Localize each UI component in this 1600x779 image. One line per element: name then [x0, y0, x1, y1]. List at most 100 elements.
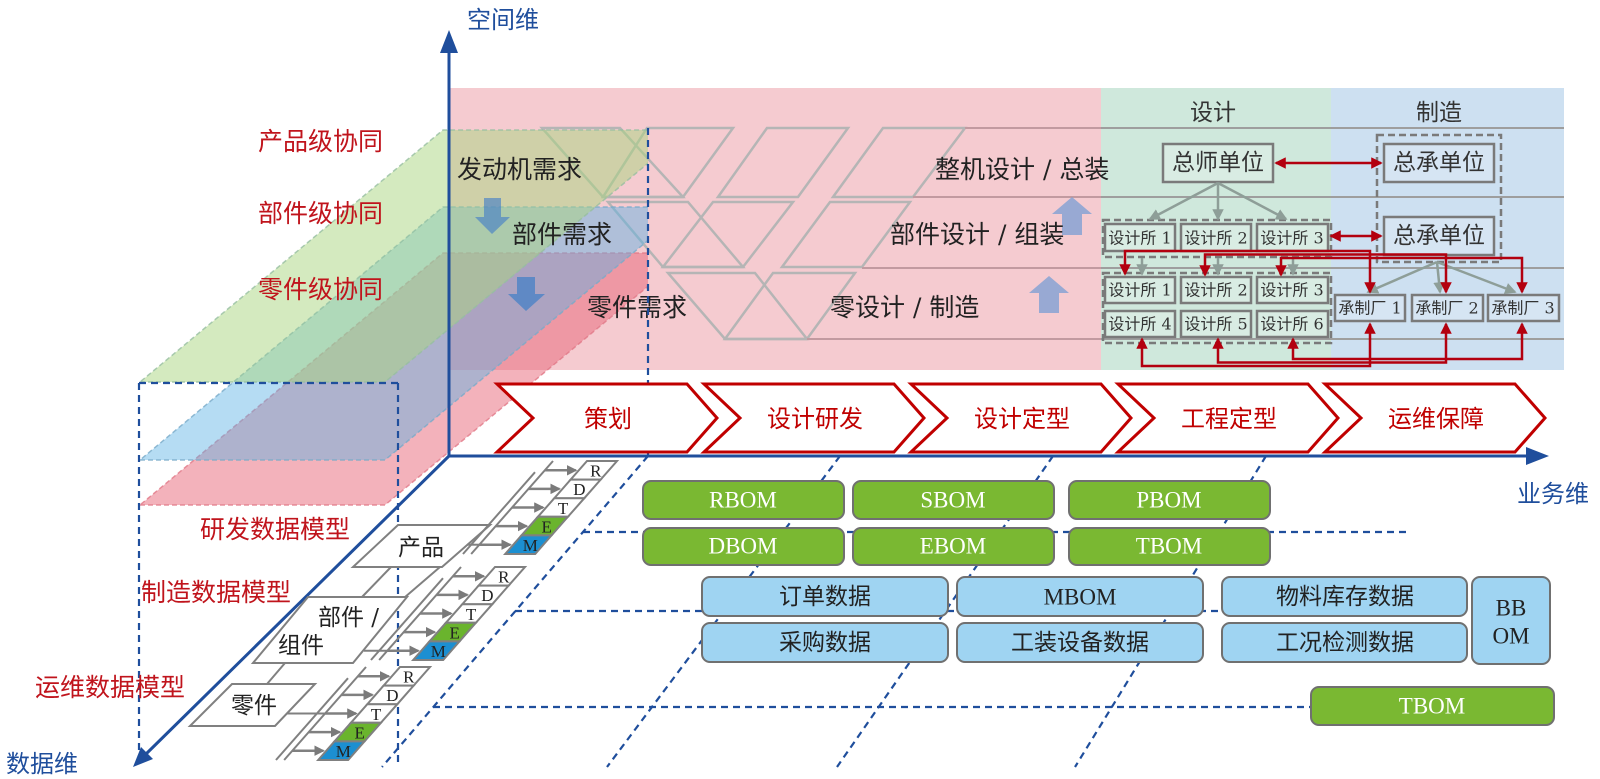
chief-unit-label: 总师单位: [1172, 150, 1264, 176]
bom-box: [852, 480, 1055, 520]
lifecycle-cell-label: R: [590, 462, 602, 481]
design-level-label: 零设计 / 制造: [830, 293, 979, 322]
pattern-parallelogram: [660, 200, 796, 269]
lifecycle-cell-label: E: [355, 723, 365, 742]
bom-label: RBOM: [709, 488, 777, 513]
data-model-label: 研发数据模型: [200, 515, 350, 544]
collaboration-planes: [137, 129, 648, 506]
phase-chevron: [700, 382, 927, 454]
chief-unit-box: [1161, 142, 1275, 184]
lifecycle-cell-label: E: [542, 517, 552, 536]
stack-band-line: [470, 460, 554, 555]
institute-label: 设计所 4: [1108, 315, 1171, 334]
flow-arrows: [475, 197, 1092, 313]
bom-box: [642, 527, 845, 566]
bbom-label: BB: [1496, 596, 1527, 621]
collaboration-level-label: 零件级协同: [258, 275, 383, 304]
lifecycle-cell-label: E: [450, 623, 460, 642]
manufacturing-region-title: 制造: [1416, 100, 1462, 126]
ops-bom-box: [1310, 686, 1555, 726]
lifecycle-cell-label: M: [336, 742, 351, 761]
bom-boxes: RBOM SBOM PBOM DBOM EBOM TBOM 订单数据 MBOM …: [642, 480, 1555, 726]
collaboration-links: [1119, 157, 1528, 368]
arrow-up-icon: [1029, 276, 1069, 313]
prime-unit-label: 总承单位: [1393, 150, 1485, 176]
part-level-plane: [137, 252, 648, 506]
collaboration-level-label: 产品级协同: [258, 127, 383, 156]
ops-bom-label: TBOM: [1399, 694, 1465, 719]
stack-band-line: [462, 471, 536, 555]
lifecycle-cell-label: D: [386, 686, 398, 705]
phase-chevron: [493, 382, 720, 454]
institute-label: 设计所 1: [1108, 281, 1171, 300]
arrow-down-icon: [508, 277, 545, 311]
bom-label: TBOM: [1136, 534, 1202, 559]
bom-label: DBOM: [708, 534, 777, 559]
bom-label: EBOM: [920, 534, 986, 559]
lifecycle-cell-label: M: [431, 642, 446, 661]
data-label: 采购数据: [779, 630, 871, 656]
space-axis-label: 空间维: [467, 6, 539, 34]
data-label: 物料库存数据: [1276, 584, 1414, 610]
arrow-icon: [1148, 181, 1219, 221]
data-box: [701, 622, 949, 663]
prime-unit-box: [1382, 142, 1496, 184]
data-label: 订单数据: [779, 584, 871, 610]
design-level-label: 部件设计 / 组装: [890, 220, 1064, 249]
data-axis-label: 数据维: [6, 750, 78, 778]
institute-label: 设计所 1: [1108, 229, 1171, 248]
hierarchy-connector: [266, 662, 286, 685]
business-axis-arrow-icon: [1526, 447, 1549, 465]
institute-box: [1103, 222, 1177, 253]
data-label: 工装设备数据: [1011, 630, 1149, 656]
institute-label: 设计所 6: [1260, 315, 1323, 334]
arrow-up-icon: [1052, 197, 1092, 235]
plant-label: 承制厂 2: [1415, 299, 1478, 318]
product-node: [350, 524, 493, 568]
plant-label: 承制厂 3: [1491, 299, 1554, 318]
design-region-title: 设计: [1190, 100, 1236, 126]
stack-band-line: [378, 566, 462, 661]
phase-label: 策划: [584, 405, 632, 433]
data-label: MBOM: [1044, 585, 1117, 610]
phase-chevron: [1321, 382, 1548, 454]
data-box: [1221, 622, 1468, 663]
product-hierarchy: 产品 部件 / 组件 零件: [187, 524, 493, 727]
part-node-label: 零件: [231, 693, 277, 719]
collaboration-level-label: 部件级协同: [258, 199, 383, 228]
bom-label: PBOM: [1136, 488, 1201, 513]
data-box: [956, 576, 1204, 617]
prime-unit-label: 总承单位: [1393, 223, 1485, 249]
institute-label: 设计所 5: [1184, 315, 1247, 334]
bom-box: [1068, 480, 1271, 520]
link-arrow-icon: [1275, 256, 1528, 294]
business-axis-label: 业务维: [1517, 480, 1589, 508]
lifecycle-cell-label: T: [558, 499, 569, 518]
stack-band-line: [275, 677, 349, 761]
phase-chevrons: 策划 设计研发 设计定型 工程定型 运维保障: [493, 382, 1548, 454]
requirement-label: 发动机需求: [457, 155, 582, 184]
institute-label: 设计所 3: [1260, 281, 1323, 300]
lifecycle-cell-label: D: [573, 480, 585, 499]
bom-label: SBOM: [920, 488, 985, 513]
data-axis: [144, 454, 451, 756]
part-node: [187, 683, 318, 727]
design-level-label: 整机设计 / 总装: [935, 155, 1109, 184]
institute-label: 设计所 3: [1260, 229, 1323, 248]
data-box: [956, 622, 1204, 663]
data-label: 工况检测数据: [1276, 630, 1414, 656]
lifecycle-cell-label: D: [481, 586, 493, 605]
data-model-label: 运维数据模型: [35, 673, 185, 702]
plant-label: 承制厂 1: [1338, 299, 1401, 318]
plant-box: [1410, 293, 1485, 323]
bbom-label: OM: [1492, 624, 1529, 649]
arrow-down-icon: [475, 198, 510, 234]
data-model-label: 制造数据模型: [141, 578, 291, 607]
data-box: [701, 576, 949, 617]
institute-label: 设计所 2: [1184, 281, 1247, 300]
